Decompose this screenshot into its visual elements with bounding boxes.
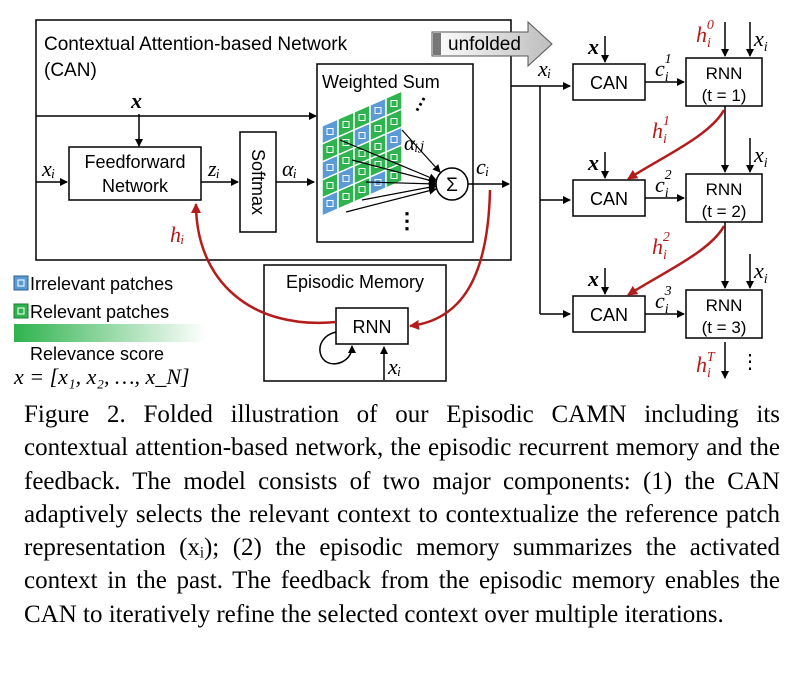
unfolded-arrow bbox=[431, 20, 553, 68]
softmax-box bbox=[239, 131, 277, 233]
unfolded-can-label: CAN bbox=[590, 73, 628, 93]
patch-center-mark bbox=[342, 193, 350, 200]
patch-center-mark bbox=[342, 157, 350, 164]
unfolded-rnn-label: RNN bbox=[706, 180, 743, 199]
patch-center-mark bbox=[358, 150, 366, 157]
final-ellipsis: ⋮ bbox=[740, 351, 760, 373]
unfolded-rnn-step: (t = 2) bbox=[702, 202, 747, 221]
patch-center-mark bbox=[390, 172, 398, 179]
unfolded-feedback-arrow bbox=[627, 109, 726, 181]
unfolded-can-label: CAN bbox=[590, 189, 628, 209]
patch-center-mark bbox=[342, 139, 350, 146]
final-h-sub: i bbox=[707, 366, 711, 381]
patch-center-mark bbox=[374, 161, 382, 168]
patch-center-mark bbox=[358, 168, 366, 175]
unfolded-rnn-step: (t = 3) bbox=[702, 318, 747, 337]
patch-center-mark bbox=[326, 146, 334, 153]
legend-relevant-swatch bbox=[13, 303, 29, 319]
patch-center-mark bbox=[342, 121, 350, 128]
can-box-title-abbr: (CAN) bbox=[44, 60, 97, 81]
sum-symbol: Σ bbox=[446, 175, 458, 196]
weighted-sum-vdots: ⋮ bbox=[396, 208, 418, 233]
patch-center-mark bbox=[326, 200, 334, 207]
patch-center-mark bbox=[358, 186, 366, 193]
can-box-title: Contextual Attention-based Network bbox=[44, 34, 348, 55]
episodic-memory-label: Episodic Memory bbox=[286, 272, 424, 292]
can-outer-box bbox=[35, 19, 512, 261]
unfolded-feedback-arrow bbox=[627, 225, 726, 297]
legend-irrelevant-swatch bbox=[13, 275, 29, 291]
patch-center-mark bbox=[390, 154, 398, 161]
unfolded-x-label: x bbox=[587, 150, 599, 175]
patch-center-mark bbox=[374, 143, 382, 150]
unfolded-xi-label: xᵢ bbox=[537, 56, 551, 81]
unfolded-x-label: x bbox=[587, 266, 599, 291]
feedforward-label-2: Network bbox=[102, 176, 169, 196]
patch-grid bbox=[321, 89, 403, 218]
unfolded-c-label: ci1 bbox=[655, 52, 672, 85]
unfolded-xi-label: xi bbox=[753, 142, 768, 171]
episodic-camn-diagram: Contextual Attention-based Network (CAN)… bbox=[13, 18, 768, 389]
relevance-score-gradient bbox=[14, 324, 206, 342]
patch-center-mark bbox=[358, 132, 366, 139]
figure-caption: Figure 2. Folded illustration of our Epi… bbox=[24, 401, 780, 628]
unfolded-rnn-box bbox=[685, 173, 763, 223]
legend-relevant-label: Relevant patches bbox=[30, 302, 169, 322]
patch-center-mark bbox=[326, 128, 334, 135]
feedforward-network-box bbox=[68, 146, 202, 201]
feedforward-label: Feedforward bbox=[84, 152, 185, 172]
xi-input-label: xᵢ bbox=[41, 156, 55, 181]
x-input-label: x bbox=[130, 88, 142, 113]
patch-center-mark bbox=[374, 107, 382, 114]
unfolded-x-label: x bbox=[587, 34, 599, 59]
unfolded-rnn-label: RNN bbox=[706, 64, 743, 83]
unfolded-label: unfolded bbox=[448, 34, 521, 55]
patch-center-mark bbox=[326, 182, 334, 189]
unfolded-rnn-box bbox=[685, 57, 763, 107]
unfolded-rnn-step: (t = 1) bbox=[702, 86, 747, 105]
unfolded-h-label: hi2 bbox=[652, 230, 670, 263]
patch-center-mark bbox=[342, 175, 350, 182]
patch-center-mark bbox=[390, 136, 398, 143]
unfolded-c-label: ci3 bbox=[655, 284, 672, 317]
rnn-self-loop bbox=[319, 331, 356, 365]
patch-to-sum-arrows bbox=[339, 129, 441, 213]
legend-irrelevant-label: Irrelevant patches bbox=[30, 274, 173, 294]
episodic-rnn-label: RNN bbox=[353, 317, 392, 337]
patch-center-mark bbox=[374, 125, 382, 132]
unfolded-can-label: CAN bbox=[590, 305, 628, 325]
patch-center-mark bbox=[390, 100, 398, 107]
hi-feedback-arrow bbox=[191, 203, 337, 325]
hi-feedback-label: hᵢ bbox=[170, 222, 184, 247]
unfolded-xi-label: xi bbox=[753, 258, 768, 287]
patch-center-mark bbox=[390, 118, 398, 125]
final-h-sup: T bbox=[707, 350, 716, 365]
episodic-rnn-box bbox=[335, 307, 409, 345]
relevance-score-label: Relevance score bbox=[30, 344, 164, 364]
unfolded-xi-label: xi bbox=[753, 26, 768, 55]
alpha-i-label: αᵢ bbox=[282, 156, 297, 181]
unfolded-h-label: hi1 bbox=[652, 114, 670, 147]
patch-center-mark bbox=[326, 164, 334, 171]
unfolded-arrow-stripes bbox=[433, 33, 441, 55]
patch-center-mark bbox=[358, 114, 366, 121]
ci-label: cᵢ bbox=[476, 154, 489, 179]
episodic-xi-label: xᵢ bbox=[387, 354, 401, 379]
unfolded-c-label: ci2 bbox=[655, 168, 672, 201]
softmax-label: Softmax bbox=[248, 149, 268, 215]
ci-to-memory-feedback bbox=[409, 189, 492, 330]
final-h-label: hiT bbox=[696, 350, 716, 381]
unfolded-can-box bbox=[572, 179, 646, 217]
unfolded-h-label: hi0 bbox=[696, 18, 714, 51]
zi-label: zᵢ bbox=[207, 156, 220, 181]
unfolded-can-box bbox=[572, 295, 646, 333]
unfolded-rnn-box bbox=[685, 289, 763, 339]
unfolded-rnn-label: RNN bbox=[706, 296, 743, 315]
weighted-sum-label: Weighted Sum bbox=[322, 72, 440, 92]
x-definition: x = [x₁, x₂, …, x_N] bbox=[13, 364, 190, 389]
unfolded-can-box bbox=[572, 63, 646, 101]
